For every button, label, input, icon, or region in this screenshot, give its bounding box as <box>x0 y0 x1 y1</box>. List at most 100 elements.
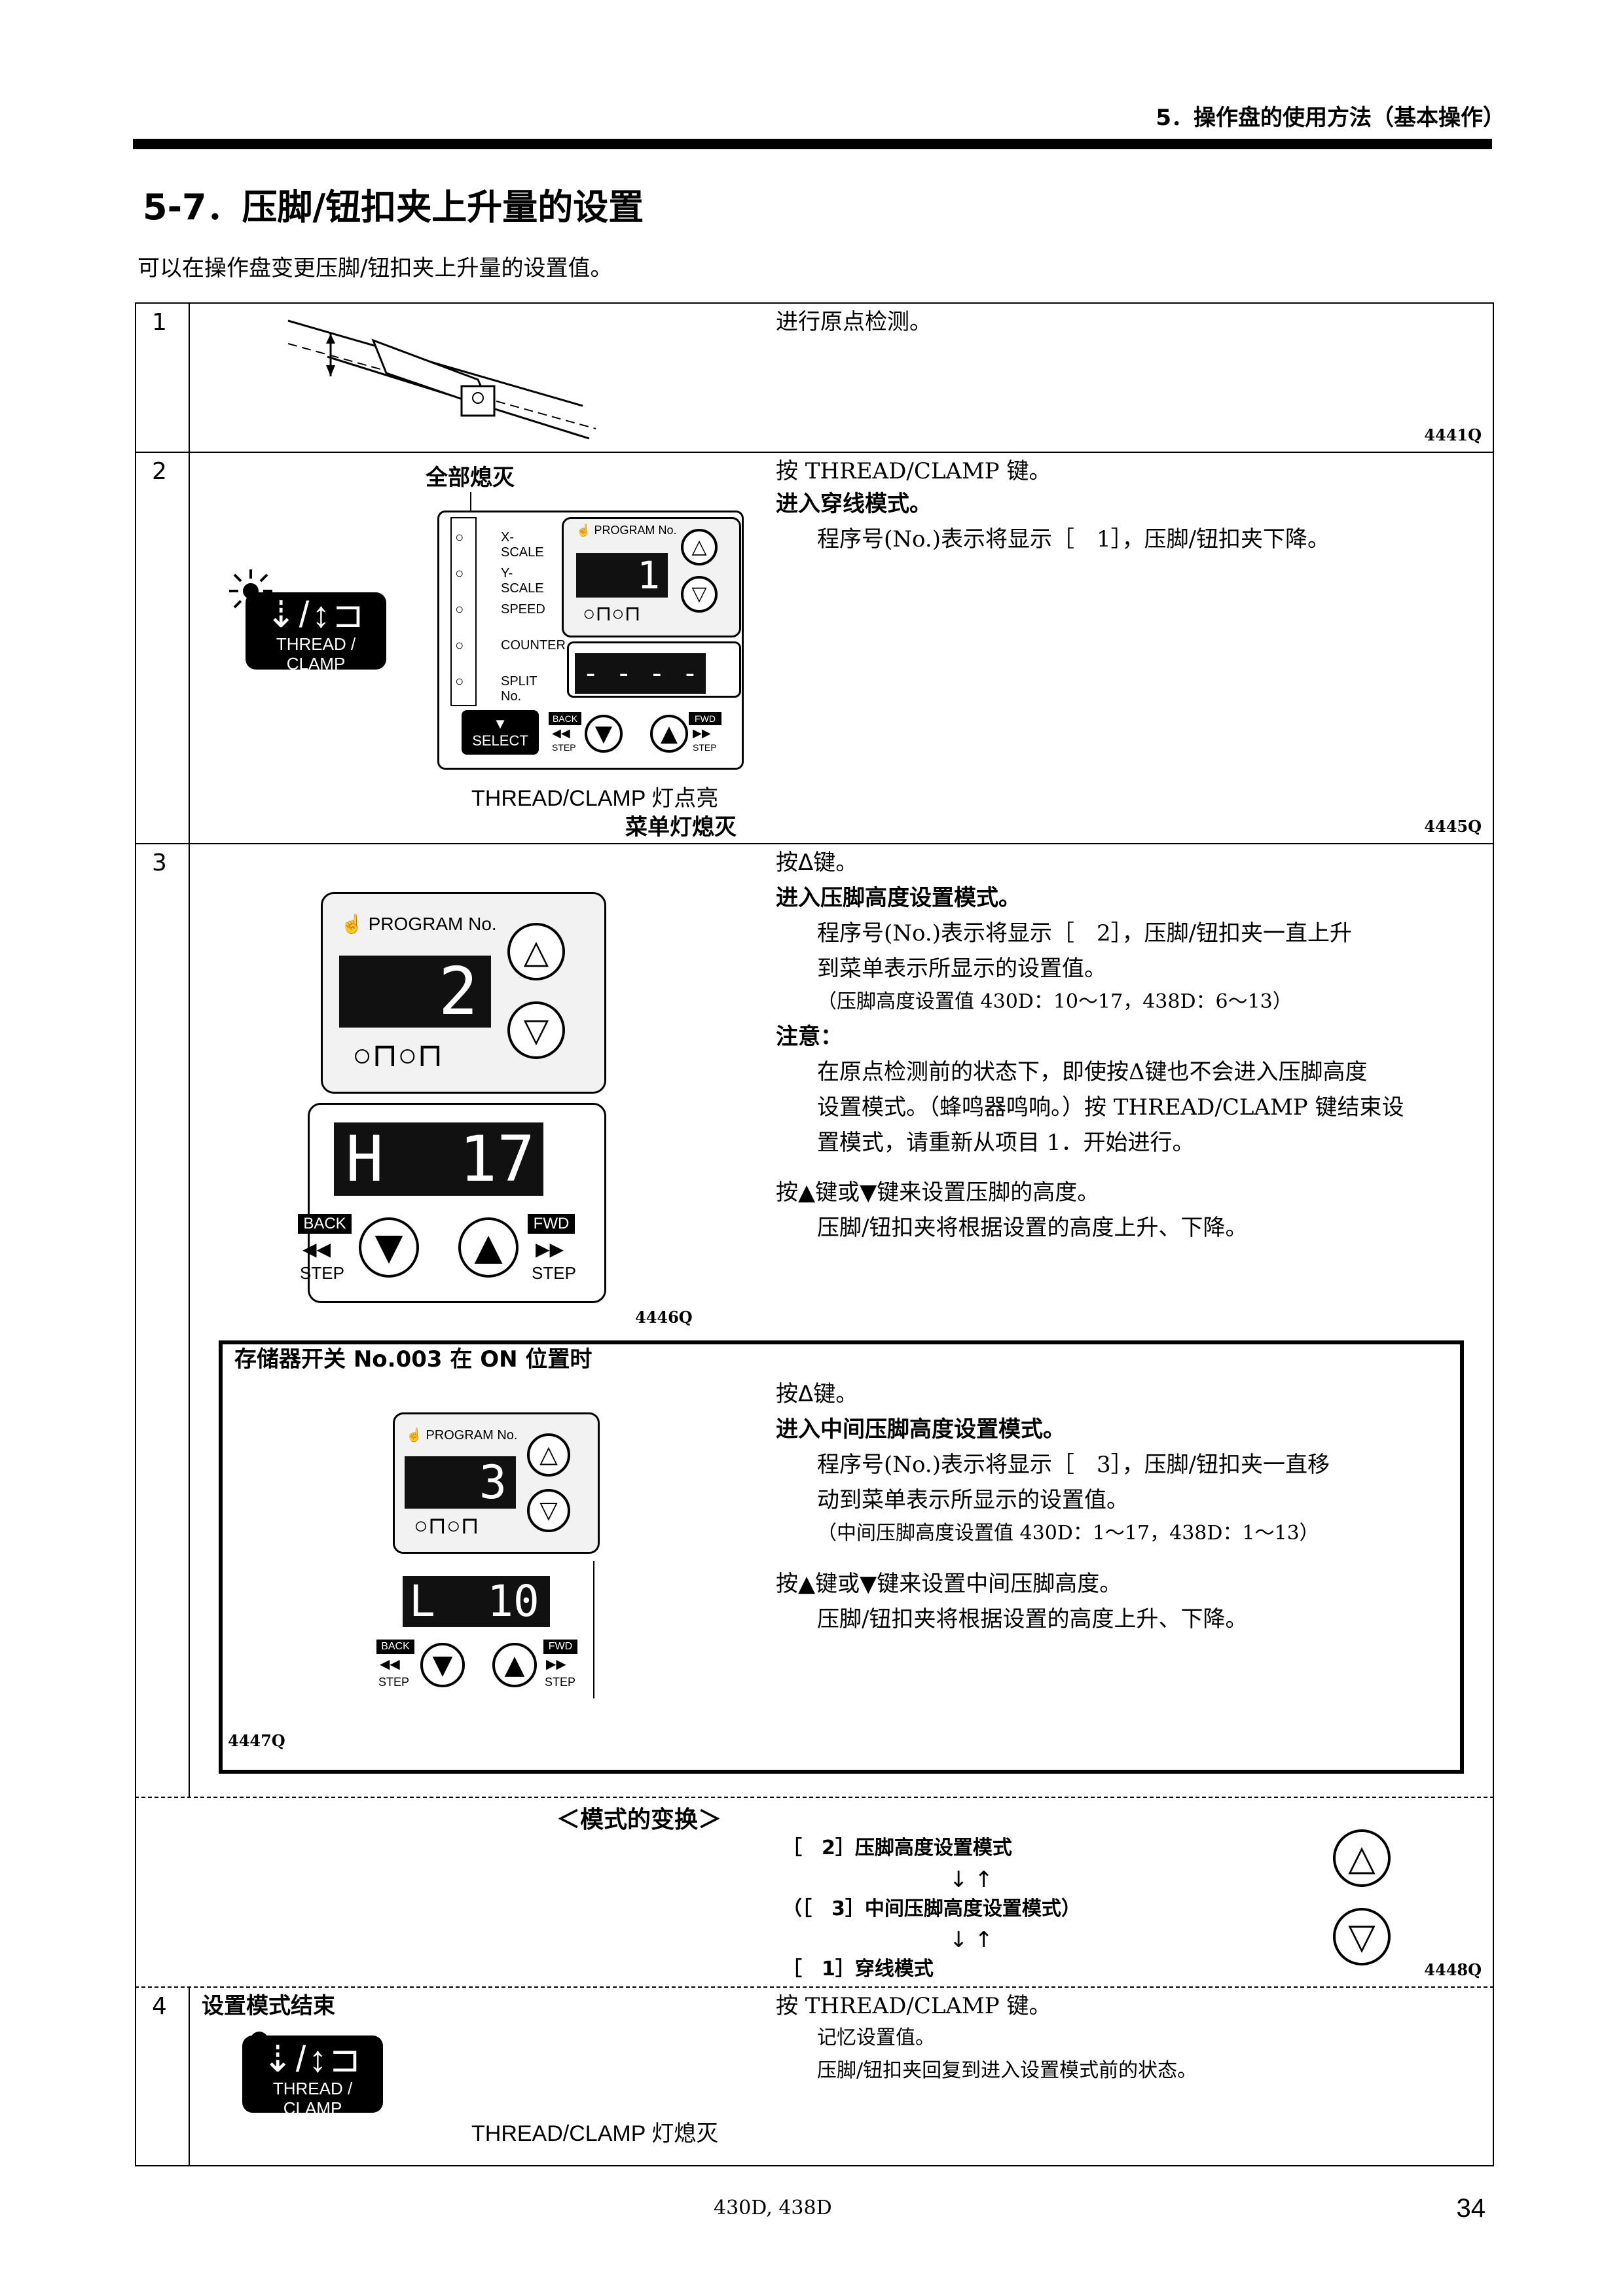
step3-line1: 按Δ键。 <box>776 850 858 876</box>
callout-line <box>470 492 471 518</box>
step2-line3: 程序号(No.)表示将显示［ 1］，压脚/钮扣夹下降。 <box>817 526 1330 552</box>
mode-thread: ［ 1］穿线模式 <box>782 1958 934 1981</box>
program-down-button[interactable]: ▽ <box>681 576 718 613</box>
thread-clamp-button-4[interactable]: ⇣/↕⊐ THREAD / CLAMP <box>242 2036 383 2118</box>
footer-model: 430D, 438D <box>714 2197 832 2219</box>
program-no-label-3: ☝ PROGRAM No. <box>340 913 497 935</box>
note-line2: 设置模式。（蜂鸣器鸣响。）按 THREAD/CLAMP 键结束设 <box>817 1094 1404 1121</box>
rewind-icon-3: ◀◀ <box>302 1239 331 1259</box>
hand-pointer-icon: ☝ <box>340 914 363 934</box>
step3-line5: （压脚高度设置值 430D：10～17，438D：6～13） <box>817 990 1292 1013</box>
menu-lamp-split: ○ <box>455 673 464 689</box>
row-divider-3 <box>135 1797 1494 1798</box>
menu-y-scale: Y-SCALE <box>501 566 544 596</box>
step-number-4: 4 <box>152 1993 167 2020</box>
figure-code-4448Q: 4448Q <box>1424 1960 1482 1979</box>
step3-line6: 按▲键或▼键来设置压脚的高度。 <box>776 1179 1100 1206</box>
mode-intermediate-setting: （［ 3］中间压脚高度设置模式） <box>782 1897 1081 1920</box>
step1-text: 进行原点检测。 <box>776 309 932 335</box>
clamp-mode-icons-3: ○⊓○⊓ <box>352 1037 443 1073</box>
clamp-mode-icons-3b: ○⊓○⊓ <box>414 1512 479 1539</box>
step2-line2: 进入穿线模式。 <box>776 491 932 517</box>
back-step-button-3b[interactable]: ▼ <box>420 1643 465 1687</box>
fwd-step-label: STEP <box>693 742 717 753</box>
hand-pointer-icon: ☝ <box>406 1428 422 1443</box>
fwd-step-button-3b[interactable]: ▲ <box>492 1643 537 1687</box>
height-display-3: H 17 <box>334 1122 543 1196</box>
program-no-text: PROGRAM No. <box>594 524 677 537</box>
menu-lamp-column <box>450 517 477 706</box>
program-no-display-3b: 3 <box>405 1456 516 1509</box>
menu-split-no: SPLIT No. <box>501 674 538 704</box>
thread-clamp-button[interactable]: ⇣/↕⊐ THREAD / CLAMP <box>246 592 386 673</box>
fwd-step-button-3[interactable]: ▲ <box>458 1217 519 1278</box>
mode-arrows-2: ↓↑ <box>949 1927 1000 1953</box>
thread-clamp-lit-caption: THREAD/CLAMP 灯点亮 <box>471 786 719 811</box>
memory-switch-box <box>219 1340 1464 1774</box>
forward-icon-3b: ▶▶ <box>546 1657 566 1672</box>
figure-code-4447Q: 4447Q <box>228 1731 285 1750</box>
program-no-label: ☝ PROGRAM No. <box>576 524 676 537</box>
hand-pointer-icon: ☝ <box>576 524 591 537</box>
step4-label: 设置模式结束 <box>202 1993 335 2019</box>
back-badge: BACK <box>549 712 581 725</box>
presser-foot-diagram <box>287 319 596 440</box>
forward-icon: ▶▶ <box>693 726 711 740</box>
mode-arrows-1: ↓↑ <box>949 1867 1000 1893</box>
step3b-line2: 进入中间压脚高度设置模式。 <box>776 1416 1065 1443</box>
back-step-label-3b: STEP <box>378 1676 410 1689</box>
step-number-3: 3 <box>152 850 167 876</box>
program-up-button-3[interactable]: △ <box>507 923 565 980</box>
back-step-button[interactable]: ▼ <box>585 715 623 753</box>
memory-switch-title: 存储器开关 No.003 在 ON 位置时 <box>234 1346 593 1372</box>
step4-line1: 按 THREAD/CLAMP 键。 <box>776 1993 1051 2019</box>
step-number-1: 1 <box>152 309 167 336</box>
rewind-icon: ◀◀ <box>552 726 570 740</box>
menu-lamp-speed: ○ <box>455 601 464 617</box>
step-number-2: 2 <box>152 458 167 485</box>
step3-line4: 到菜单表示所显示的设置值。 <box>817 956 1106 982</box>
row-divider-2 <box>135 843 1494 844</box>
program-down-button-3b[interactable]: ▽ <box>527 1489 570 1532</box>
forward-icon-3: ▶▶ <box>536 1239 564 1259</box>
note-title: 注意： <box>776 1024 843 1050</box>
mode-down-button[interactable]: ▽ <box>1333 1908 1391 1965</box>
number-column-divider-bottom <box>189 1986 190 2166</box>
program-down-button-3[interactable]: ▽ <box>507 1001 565 1059</box>
figure-code-4441Q: 4441Q <box>1424 425 1482 444</box>
header-rule <box>133 139 1492 149</box>
program-up-button-3b[interactable]: △ <box>527 1433 570 1477</box>
height-display-3b: L 10 <box>403 1576 550 1627</box>
mode-up-button[interactable]: △ <box>1333 1829 1391 1887</box>
program-no-label-3b: ☝ PROGRAM No. <box>406 1427 518 1443</box>
fwd-badge-3: FWD <box>528 1214 575 1234</box>
mode-switch-title: ＜模式的变换＞ <box>556 1806 722 1833</box>
fwd-step-label-3: STEP <box>532 1263 576 1283</box>
back-badge-3: BACK <box>298 1214 352 1234</box>
menu-counter: COUNTER <box>501 638 566 653</box>
menu-lamp-y-scale: ○ <box>455 565 464 581</box>
step4-line3: 压脚/钮扣夹回复到进入设置模式前的状态。 <box>817 2059 1197 2082</box>
panel-edge-3b <box>593 1561 594 1698</box>
back-step-button-3[interactable]: ▼ <box>359 1217 419 1278</box>
select-button[interactable]: ▼SELECT <box>462 710 539 755</box>
step3b-line6: 按▲键或▼键来设置中间压脚高度。 <box>776 1571 1122 1597</box>
step2-line1: 按 THREAD/CLAMP 键。 <box>776 458 1051 484</box>
page-number: 34 <box>1456 2194 1486 2223</box>
figure-code-4445Q: 4445Q <box>1424 817 1482 836</box>
step3-line7: 压脚/钮扣夹将根据设置的高度上升、下降。 <box>817 1215 1248 1241</box>
intro-text: 可以在操作盘变更压脚/钮扣夹上升量的设置值。 <box>137 255 613 281</box>
row-divider-4 <box>135 1986 1494 1988</box>
fwd-step-button[interactable]: ▲ <box>650 715 688 753</box>
steps-table <box>135 302 1494 2166</box>
thread-clamp-label-4: THREAD / CLAMP <box>272 2079 353 2118</box>
program-no-text-3: PROGRAM No. <box>368 914 497 934</box>
row-divider-1 <box>135 452 1494 453</box>
page-title: 5-7．压脚/钮扣夹上升量的设置 <box>143 187 644 228</box>
program-up-button[interactable]: △ <box>681 529 718 565</box>
fwd-step-label-3b: STEP <box>545 1676 576 1689</box>
program-no-text-3b: PROGRAM No. <box>426 1428 518 1443</box>
figure-code-4446Q: 4446Q <box>635 1308 693 1327</box>
thread-clamp-symbol-icon: ⇣/↕⊐ <box>265 594 367 635</box>
menu-speed: SPEED <box>501 602 545 617</box>
